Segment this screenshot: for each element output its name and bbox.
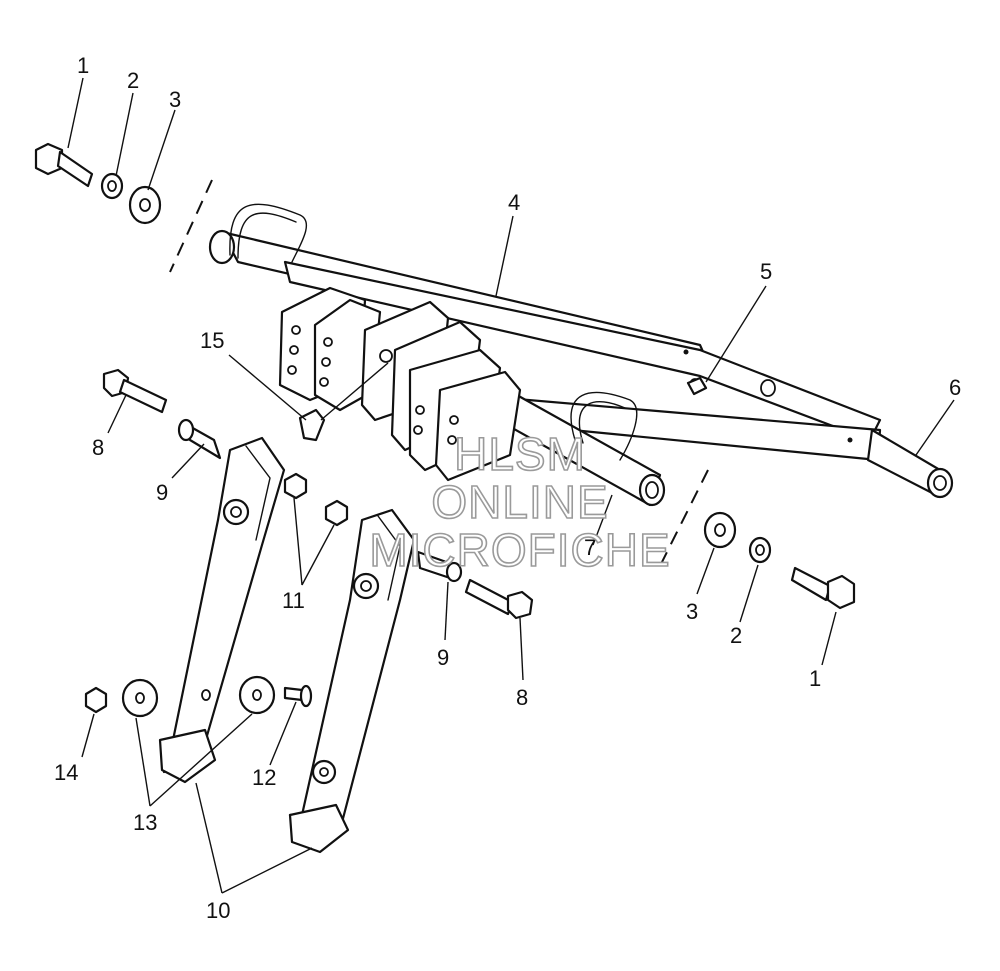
callout-8-left: 8 (92, 435, 104, 460)
centerline-right (659, 469, 709, 567)
bolt-8-left (102, 368, 168, 414)
nut-11-b (324, 499, 349, 527)
link-bar-right (288, 508, 416, 854)
pin-12 (283, 684, 313, 708)
callout-14: 14 (54, 760, 78, 785)
spacer-9-left (177, 418, 222, 460)
callout-9-right: 9 (437, 645, 449, 670)
watermark-line-2: ONLINE (431, 476, 608, 528)
centerline-left (169, 179, 213, 273)
watermark: HLSM ONLINE MICROFICHE (369, 427, 671, 577)
grease-fitting (298, 376, 708, 442)
mounting-brackets (278, 286, 522, 482)
callout-3-upper: 3 (169, 87, 181, 112)
callout-labels: 1 2 3 4 5 6 7 8 9 15 11 9 8 3 2 1 14 12 … (54, 53, 961, 923)
watermark-line-1: HLSM (454, 428, 586, 480)
callout-15: 15 (200, 328, 224, 353)
callout-5: 5 (760, 259, 772, 284)
link-bar-left (158, 436, 286, 784)
callout-3-lower: 3 (686, 599, 698, 624)
callout-7: 7 (584, 535, 596, 560)
callout-2-upper: 2 (127, 68, 139, 93)
callout-11: 11 (282, 588, 305, 613)
bolt-right (790, 566, 856, 610)
callout-2-lower: 2 (730, 623, 742, 648)
nut-14 (84, 686, 108, 714)
bolt-upper-left (34, 142, 94, 188)
callout-12: 12 (252, 765, 276, 790)
callout-9-left: 9 (156, 480, 168, 505)
watermark-line-3: MICROFICHE (369, 524, 670, 576)
callout-1-upper: 1 (77, 53, 89, 78)
nut-11-a (283, 472, 308, 500)
callout-6: 6 (949, 375, 961, 400)
callout-4: 4 (508, 190, 520, 215)
callout-1-lower: 1 (809, 666, 821, 691)
callout-8-right: 8 (516, 685, 528, 710)
callout-10: 10 (206, 898, 230, 923)
spacer-9-right (416, 550, 463, 583)
bolt-8-right (464, 578, 534, 620)
leader-lines (67, 77, 955, 894)
callout-13: 13 (133, 810, 157, 835)
